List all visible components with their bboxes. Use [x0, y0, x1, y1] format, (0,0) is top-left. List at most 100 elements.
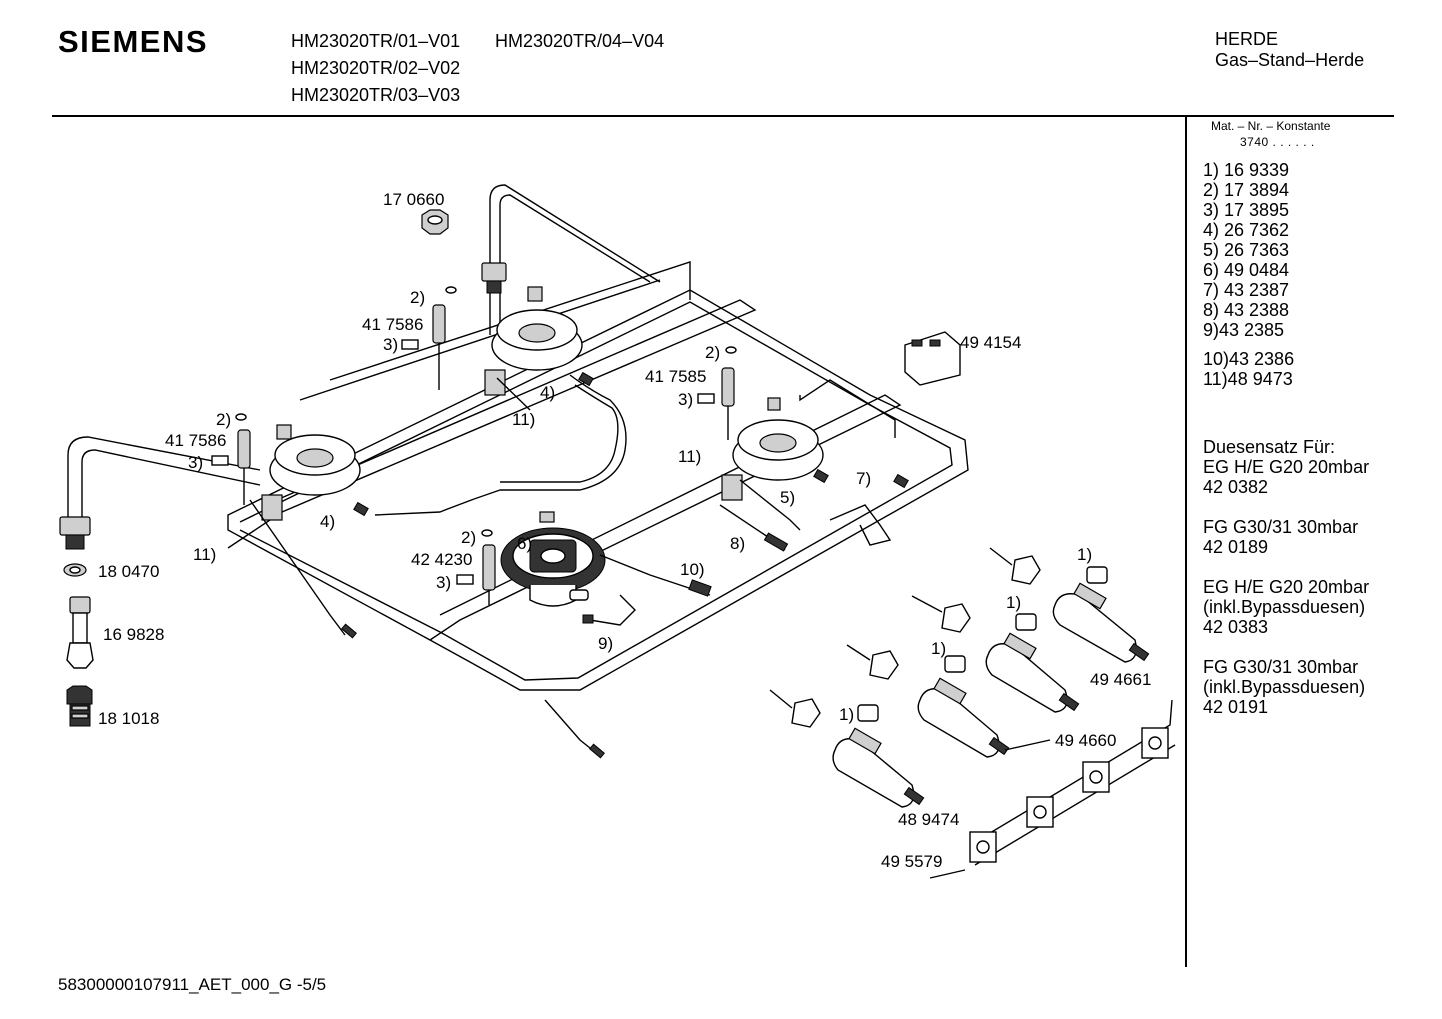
part-entry: 6) 49 0484: [1203, 260, 1290, 280]
part-entry: 10)43 2386: [1203, 349, 1295, 369]
label-burner-left-4: 4): [320, 512, 335, 531]
model-number: HM23020TR/03–V03: [291, 85, 461, 105]
brand-logo: SIEMENS: [58, 24, 209, 59]
label-wok-num: 42 4230: [411, 550, 472, 569]
ignition-switch: [904, 331, 961, 386]
label-elec-right-num: 41 7585: [645, 367, 706, 386]
ignition-wire: [249, 499, 346, 636]
label-pipe-9: 9): [598, 634, 613, 653]
label-pipe-8: 8): [730, 534, 745, 553]
wire-terminal: [589, 743, 605, 759]
part-entry: 3) 17 3895: [1203, 200, 1290, 220]
connector-icon: [66, 596, 94, 669]
part-entry: 5) 26 7363: [1203, 240, 1290, 260]
label-wok-6: 6): [517, 534, 532, 553]
part-entry: 11)48 9473: [1203, 369, 1293, 389]
category-subtitle: Gas–Stand–Herde: [1215, 50, 1365, 70]
model-number: HM23020TR/02–V02: [291, 58, 461, 78]
nozzle-set-line: 42 0189: [1203, 537, 1269, 557]
nozzle-set-line: (inkl.Bypassduesen): [1203, 677, 1366, 697]
gas-valve: [989, 547, 1150, 663]
electrode-right: [697, 346, 737, 440]
label-nut-top: 17 0660: [383, 190, 444, 209]
header-divider: [52, 115, 1394, 117]
part-entry: 2) 17 3894: [1203, 180, 1290, 200]
pipe-fitting: [688, 579, 712, 597]
label-switch: 49 4154: [960, 333, 1021, 352]
label-valve-1b: 1): [1006, 593, 1021, 612]
exploded-parts-diagram: 17 0660 4) 11) 2) 41 7586 3) 4) 11): [59, 184, 1176, 879]
label-elec-top-3: 3): [383, 335, 398, 354]
burner-left: [261, 424, 369, 521]
model-number: HM23020TR/04–V04: [495, 31, 665, 51]
label-elec-top-num: 41 7586: [362, 315, 423, 334]
nozzle-set: Duesensatz Für: EG H/E G20 20mbar 42 038…: [1203, 437, 1369, 497]
nozzle-set-line: 42 0383: [1203, 617, 1269, 637]
nozzle-set-line: Duesensatz Für:: [1203, 437, 1336, 457]
label-valve-1d: 1): [839, 705, 854, 724]
label-elec-top-2: 2): [410, 288, 425, 307]
wok-burner: [500, 511, 606, 607]
mat-number-header: Mat. – Nr. – Konstante: [1211, 119, 1331, 133]
leader-line: [227, 519, 271, 549]
label-valve-num-a: 49 4661: [1090, 670, 1151, 689]
gas-valve: [769, 689, 925, 808]
label-elec-left-2: 2): [216, 410, 231, 429]
pipe-fitting: [582, 614, 594, 624]
label-elec-right-3: 3): [678, 390, 693, 409]
fitting-icon: [66, 685, 93, 727]
label-pipe-7: 7): [856, 469, 871, 488]
gas-valve: [846, 644, 1010, 758]
parts-list: 1) 16 9339 2) 17 3894 3) 17 3895 4) 26 7…: [1203, 160, 1294, 389]
label-burner-top-11: 11): [512, 410, 535, 429]
label-elec-right-2: 2): [705, 343, 720, 362]
nozzle-set: EG H/E G20 20mbar (inkl.Bypassduesen) 42…: [1203, 577, 1369, 637]
pipe-fitting: [893, 473, 909, 489]
label-elec-left-num: 41 7586: [165, 431, 226, 450]
nozzle-set-line: EG H/E G20 20mbar: [1203, 457, 1370, 477]
leader-line: [1004, 739, 1051, 751]
burner-right: [719, 397, 892, 552]
category-title: HERDE: [1215, 29, 1279, 49]
model-number: HM23020TR/01–V01: [291, 31, 461, 51]
inlet-coupling: [59, 516, 91, 550]
label-valve-1a: 1): [1077, 545, 1092, 564]
wire-terminal: [341, 623, 357, 639]
mat-number-constant: 3740 . . . . . .: [1240, 135, 1315, 149]
sidebar-divider: [1185, 117, 1187, 967]
nozzle-set-line: 42 0382: [1203, 477, 1269, 497]
electrode-top: [401, 286, 457, 390]
part-entry: 4) 26 7362: [1203, 220, 1290, 240]
nozzle-set: FG G30/31 30mbar (inkl.Bypassduesen) 42 …: [1203, 657, 1369, 717]
label-valve-1c: 1): [931, 639, 946, 658]
part-entry: 9)43 2385: [1203, 320, 1285, 340]
leader-line: [496, 377, 531, 411]
gas-valve: [911, 595, 1080, 713]
washer-icon: [63, 563, 87, 577]
label-valve-num-c: 48 9474: [898, 810, 959, 829]
nozzle-set-line: FG G30/31 30mbar: [1203, 657, 1359, 677]
electrode-wok: [456, 529, 496, 605]
ignition-wire: [544, 699, 596, 753]
label-valve-num-b: 49 4660: [1055, 731, 1116, 750]
manifold-rail: [929, 699, 1176, 879]
nozzle-set-line: EG H/E G20 20mbar: [1203, 577, 1370, 597]
label-elec-left-3: 3): [188, 453, 203, 472]
label-connector: 16 9828: [103, 625, 164, 644]
part-entry: 1) 16 9339: [1203, 160, 1290, 180]
label-pipe-10: 10): [680, 560, 705, 579]
nut-icon: [421, 209, 449, 235]
label-burner-top-4: 4): [540, 383, 555, 402]
nozzle-set-line: FG G30/31 30mbar: [1203, 517, 1359, 537]
label-washer: 18 0470: [98, 562, 159, 581]
inlet-coupling: [481, 262, 507, 294]
label-fitting: 18 1018: [98, 709, 159, 728]
part-entry: 7) 43 2387: [1203, 280, 1290, 300]
nozzle-sets: Duesensatz Für: EG H/E G20 20mbar 42 038…: [1203, 437, 1369, 737]
nozzle-set: FG G30/31 30mbar 42 0189: [1203, 517, 1369, 557]
document-id: 58300000107911_AET_000_G -5/5: [58, 975, 327, 994]
label-wok-2: 2): [461, 528, 476, 547]
nozzle-set-line: (inkl.Bypassduesen): [1203, 597, 1366, 617]
nozzle-set-line: 42 0191: [1203, 697, 1269, 717]
pipe-9: [589, 594, 636, 626]
